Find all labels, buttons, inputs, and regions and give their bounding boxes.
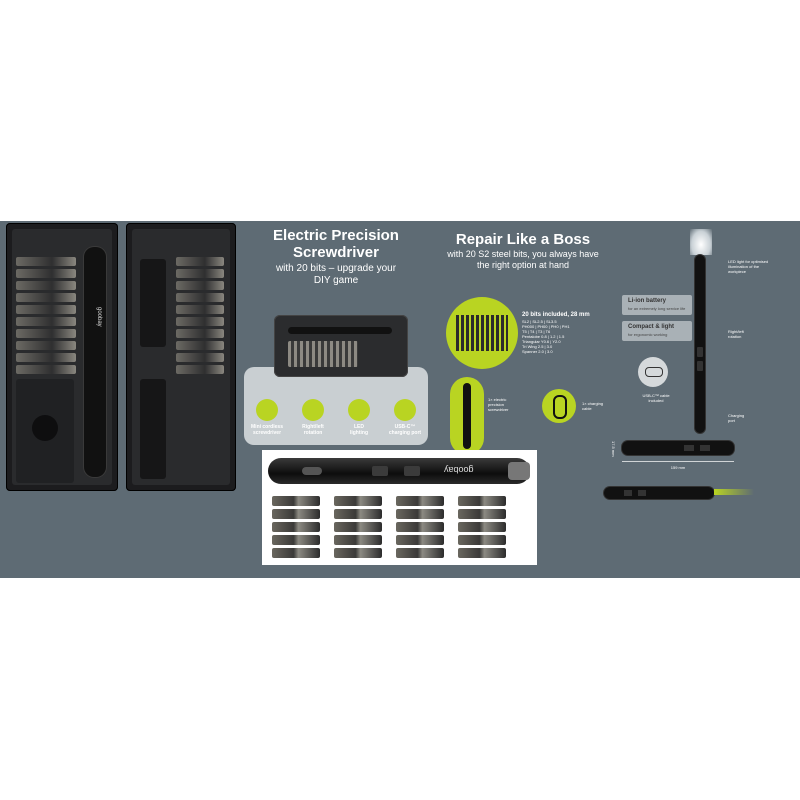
usb-c-icon <box>645 367 663 377</box>
bits-circle <box>446 297 518 369</box>
bit-slots <box>176 257 224 385</box>
driver-in-use <box>604 487 714 499</box>
headline-title: Electric Precision Screwdriver <box>273 227 399 261</box>
screwdriver-in-case: goobay <box>84 247 106 477</box>
usb-cable-circle <box>638 357 668 387</box>
screwdriver-icon <box>256 399 278 421</box>
dimension-diameter: 17.5 mm <box>611 441 616 457</box>
case-pen <box>288 327 392 334</box>
repair-subtitle: with 20 S2 steel bits, you always have t… <box>447 249 599 270</box>
product-case-image <box>274 315 408 377</box>
lid-recess <box>16 379 74 483</box>
battery-tag: Li-ion battery for an extremely long ser… <box>622 295 692 315</box>
bit-grid <box>272 496 524 558</box>
bit-tip-glow <box>714 489 754 495</box>
led-callout: LED light for optimised illumination of … <box>728 259 769 274</box>
case-inner-tray: goobay <box>12 229 112 485</box>
rotation-callout: Right/left rotation <box>728 329 744 339</box>
usb-callout: USB-C™ cable included <box>642 393 670 403</box>
bits-list: SL2 | SL2.5 | SL3.5 PH000 | PH00 | PH0 |… <box>522 319 570 354</box>
dimension-line <box>622 461 734 462</box>
bits-info: 20 bits included, 28 mm SL2 | SL2.5 | SL… <box>522 311 612 354</box>
dimension-length: 159 mm <box>670 465 686 470</box>
cable-label: 1× charging cable <box>582 401 604 411</box>
compartment-top <box>140 259 166 347</box>
driver-label: 1× electric precision screwdriver <box>488 397 509 412</box>
charging-callout: Charging port <box>728 413 745 423</box>
bits-illustration <box>456 315 508 351</box>
brand-logo: goobay <box>96 307 102 327</box>
product-banner: goobay Electr <box>0 221 800 578</box>
usb-c-icon <box>394 399 416 421</box>
case-closed-inner <box>132 229 230 485</box>
rotation-icon <box>302 399 324 421</box>
compact-tag: Compact & light for ergonomic working <box>622 321 692 341</box>
horizontal-screwdriver <box>622 441 734 455</box>
bits-overview-card: goobay <box>262 450 537 565</box>
vertical-screwdriver <box>695 255 705 433</box>
led-beam <box>690 229 712 255</box>
bulb-icon <box>348 399 370 421</box>
brand-logo-large: goobay <box>444 465 474 475</box>
large-screwdriver: goobay <box>268 458 530 484</box>
storage-case-open: goobay <box>6 223 118 491</box>
storage-case-closed <box>126 223 236 491</box>
case-bit-row <box>288 341 358 367</box>
driver-circle <box>450 377 484 455</box>
compartment-bottom <box>140 379 166 479</box>
repair-title: Repair Like a Boss <box>455 231 591 248</box>
cable-circle <box>542 389 576 423</box>
bit-tray-left <box>16 257 76 377</box>
lid-emblem <box>32 415 58 441</box>
headline-subtitle: with 20 bits – upgrade your DIY game <box>275 263 397 286</box>
